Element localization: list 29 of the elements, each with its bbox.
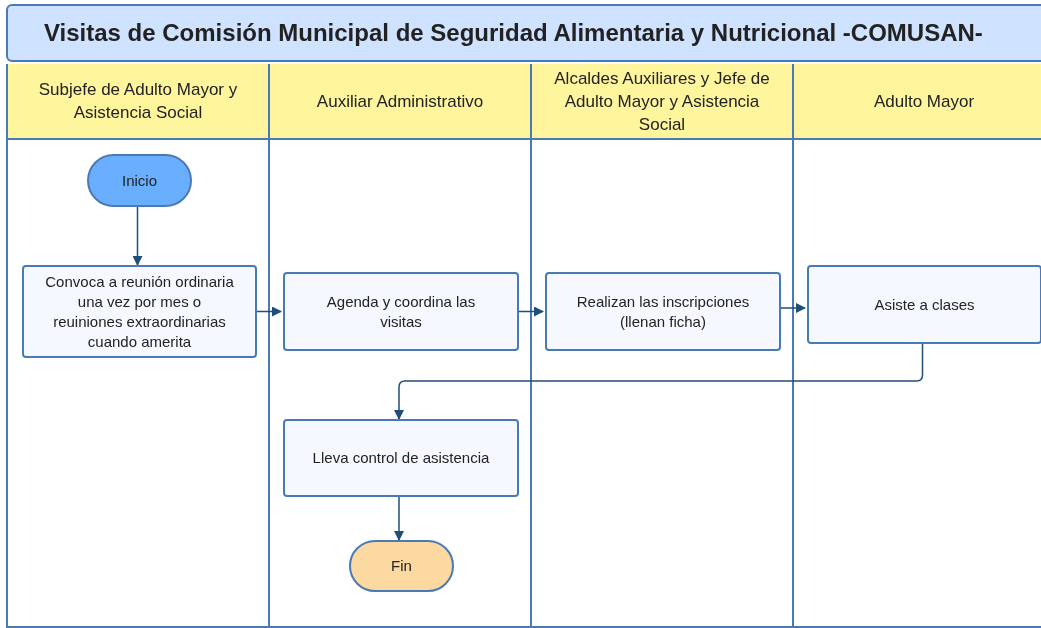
process-box xyxy=(283,272,519,351)
arrow xyxy=(516,306,544,317)
process-text: Asiste a clases xyxy=(874,294,975,315)
lane-header: Subjefe de Adulto Mayor y Asistencia Social xyxy=(37,79,239,124)
process-text: Lleva control de asistencia xyxy=(312,448,490,468)
process-text: Fin xyxy=(391,556,412,576)
process-box xyxy=(807,265,1041,344)
process-box xyxy=(545,272,781,351)
lane-header: Auxiliar Administrativo xyxy=(316,90,484,113)
arrow xyxy=(394,343,924,420)
swimlane xyxy=(6,64,268,628)
arrow xyxy=(394,496,404,541)
process-box xyxy=(283,419,519,497)
swimlane xyxy=(792,64,1041,628)
diagram-title: Visitas de Comisión Municipal de Seguridad Alimentaria y Nutricional -COMUSAN- xyxy=(44,18,983,48)
swimlane xyxy=(530,64,792,628)
lane-header: Alcaldes Auxiliares y Jefe de Adulto Mayor y Asistencia Social xyxy=(553,67,771,136)
lane-header: Adulto Mayor xyxy=(873,90,975,113)
process-text: Inicio xyxy=(122,170,157,191)
arrow xyxy=(132,206,143,266)
arrow xyxy=(254,306,282,317)
arrow xyxy=(778,303,806,313)
process-box xyxy=(22,265,257,358)
end-terminal xyxy=(349,540,454,592)
process-text: Agenda y coordina las visitas xyxy=(325,291,477,332)
swimlane xyxy=(268,64,530,628)
process-text: Realizan las inscripciones (llenan ficha) xyxy=(575,291,751,332)
process-text: Convoca a reunión ordinaria una vez por mes o reuiniones extraordinarias cuando amerita xyxy=(44,271,235,352)
start-terminal xyxy=(87,154,192,207)
